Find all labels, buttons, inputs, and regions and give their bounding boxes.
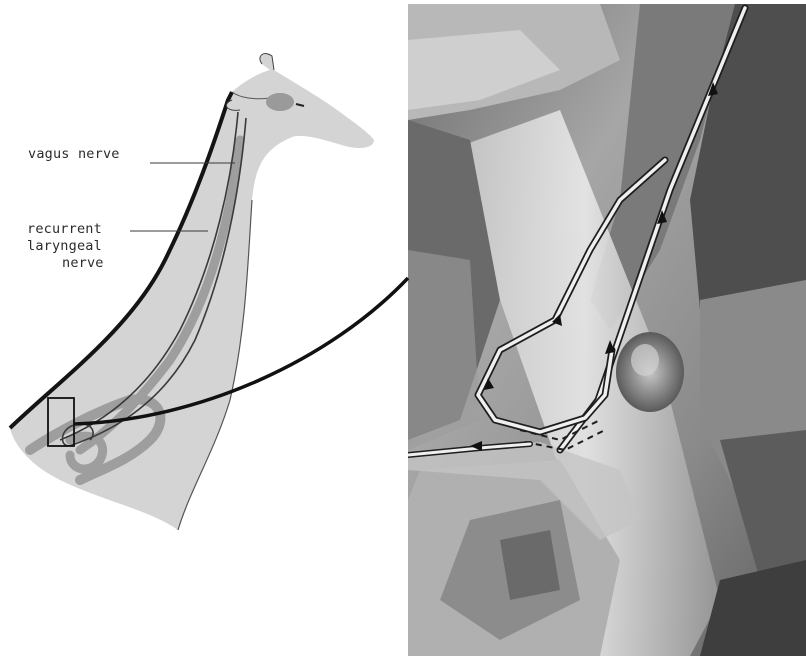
recurrent-label-line2: laryngeal (27, 238, 102, 255)
recurrent-label-line1: recurrent (27, 221, 102, 238)
giraffe-neck-diagram (10, 54, 374, 530)
recurrent-label-line3: nerve (62, 255, 104, 272)
dissection-photo (408, 4, 806, 656)
vagus-nerve-label: vagus nerve (28, 146, 120, 163)
